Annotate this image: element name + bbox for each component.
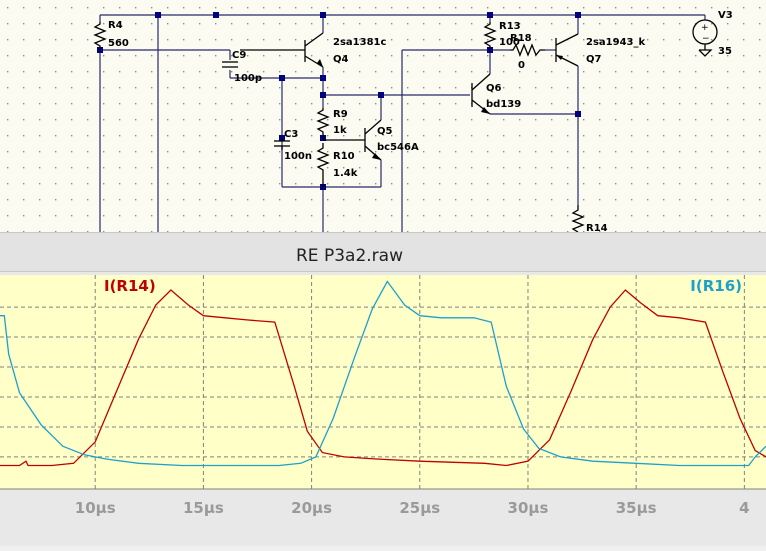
- waveform-plot[interactable]: 10µs 15µs 20µs 25µs 30µs 35µs 4 I(R14) I(R16): [0, 272, 766, 546]
- plot-area[interactable]: [0, 275, 766, 489]
- legend: I(R14) I(R16): [104, 277, 742, 295]
- label-r14: R14: [586, 223, 608, 232]
- plot-grid: [0, 275, 766, 489]
- x-tick-label: 10µs: [75, 499, 116, 517]
- resistor-r13: [483, 22, 497, 50]
- label-r18: R18: [510, 33, 532, 44]
- svg-text:−: −: [702, 34, 710, 44]
- schematic-editor[interactable]: +− R4 560 C9 100p 2sa1381c Q4 R9 1k C3 1…: [0, 0, 766, 232]
- x-tick-label: 4: [739, 499, 749, 517]
- waveform-window-titlebar[interactable]: RE P3a2.raw: [0, 232, 766, 272]
- label-c9-value: 100p: [234, 73, 262, 84]
- label-r9-value: 1k: [333, 125, 347, 136]
- x-tick-label: 20µs: [291, 499, 332, 517]
- label-c3: C3: [284, 129, 298, 140]
- label-v3-value: 35: [718, 46, 732, 57]
- q6-emitter-arrow-icon: [481, 107, 490, 114]
- x-tick-label: 35µs: [616, 499, 657, 517]
- label-q5-model: bc546A: [377, 142, 419, 153]
- label-r4-value: 560: [108, 38, 129, 49]
- q7-emitter-arrow-icon: [556, 55, 563, 60]
- label-r13: R13: [499, 21, 521, 32]
- label-r18-value: 0: [518, 60, 525, 71]
- resistor-r10: [316, 143, 330, 187]
- waveform-plot-pane[interactable]: 10µs 15µs 20µs 25µs 30µs 35µs 4 I(R14) I(R16): [0, 272, 766, 546]
- label-q5: Q5: [377, 126, 393, 137]
- label-q6-model: bd139: [486, 99, 521, 110]
- label-q7: Q7: [586, 54, 602, 65]
- x-axis-tick-labels: 10µs 15µs 20µs 25µs 30µs 35µs 4: [75, 499, 750, 517]
- label-c3-value: 100n: [284, 151, 312, 162]
- component-labels: R4 560 C9 100p 2sa1381c Q4 R9 1k C3 100n…: [108, 10, 733, 232]
- label-r10: R10: [333, 151, 355, 162]
- x-tick-label: 25µs: [399, 499, 440, 517]
- legend-label[interactable]: I(R16): [690, 277, 742, 295]
- label-r4: R4: [108, 20, 123, 31]
- capacitor-c3: [274, 138, 290, 150]
- capacitor-c9: [222, 61, 238, 68]
- x-tick-label: 15µs: [183, 499, 224, 517]
- legend-label[interactable]: I(R14): [104, 277, 156, 295]
- label-q7-model: 2sa1943_k: [586, 37, 645, 48]
- label-q4: Q4: [333, 54, 349, 65]
- label-r10-value: 1.4k: [333, 168, 358, 179]
- resistor-r18: [510, 43, 545, 57]
- resistor-r4: [93, 22, 107, 50]
- x-tick-label: 30µs: [508, 499, 549, 517]
- voltage-source-v3: [692, 19, 718, 57]
- transistor-q4: [240, 32, 324, 68]
- v3-polarity: +−: [701, 23, 710, 44]
- svg-text:+: +: [701, 23, 709, 33]
- label-q6: Q6: [486, 83, 502, 94]
- trace-i-r14[interactable]: [0, 289, 766, 467]
- wires: [99, 14, 706, 232]
- components[interactable]: [93, 19, 718, 232]
- trace-i-r16[interactable]: [0, 280, 766, 467]
- q5-emitter-arrow-icon: [372, 153, 381, 160]
- resistor-r9: [316, 108, 330, 138]
- resistor-r14: [571, 205, 585, 232]
- q4-emitter-arrow-icon: [317, 59, 323, 67]
- waveform-window-title: RE P3a2.raw: [296, 246, 403, 266]
- label-r9: R9: [333, 109, 348, 120]
- label-c9: C9: [232, 50, 246, 61]
- label-v3: V3: [718, 10, 733, 21]
- label-q4-model: 2sa1381c: [333, 37, 386, 48]
- schematic-canvas[interactable]: +− R4 560 C9 100p 2sa1381c Q4 R9 1k C3 1…: [0, 0, 766, 232]
- label-r13-value: 100: [499, 37, 520, 48]
- traces: [0, 280, 766, 467]
